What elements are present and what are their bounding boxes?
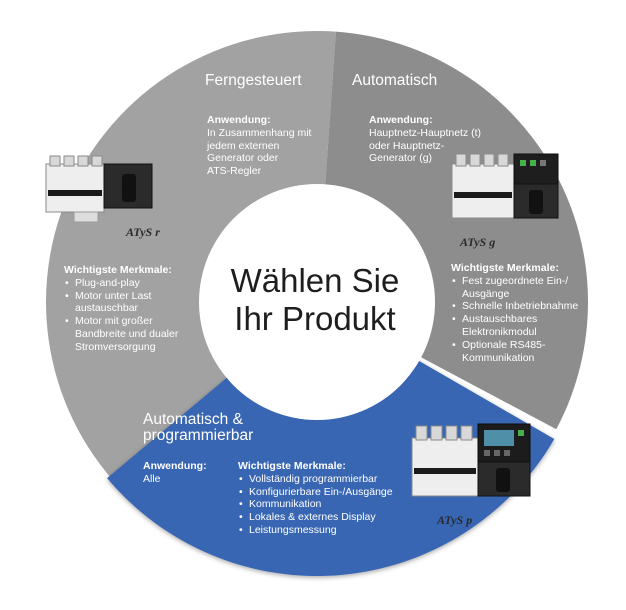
model-atys-g: ATyS g	[460, 235, 496, 249]
automatisch-features: Wichtigste Merkmale: Fest zugeordnete Ei…	[451, 262, 578, 364]
ferngesteuert-features-label: Wichtigste Merkmale:	[64, 264, 172, 276]
feature-item: Konfigurierbare Ein-/Ausgänge	[238, 486, 393, 499]
application-line: Hauptnetz-Hauptnetz (t)	[369, 126, 482, 139]
switch-with-display-icon	[411, 423, 531, 497]
feature-item: Optionale RS485-Kommunikation	[451, 339, 578, 365]
automatisch-title: Automatisch	[352, 72, 438, 89]
ferngesteuert-features-list: Plug-and-play Motor unter Lastaustauschb…	[64, 277, 178, 354]
programmierbar-title: Automatisch & programmierbar	[143, 411, 254, 445]
ferngesteuert-title: Ferngesteuert	[205, 72, 302, 89]
center-circle	[199, 184, 435, 420]
programmierbar-application-text: Alle	[143, 472, 161, 485]
automatisch-features-label: Wichtigste Merkmale:	[451, 262, 559, 274]
model-atys-p: ATyS p	[437, 513, 473, 527]
feature-item: Kommunikation	[238, 498, 393, 511]
application-line: Generator (g)	[369, 152, 433, 165]
application-line: jedem externen	[207, 139, 280, 152]
ferngesteuert-application-text: In Zusammenhang mit jedem externen Gener…	[207, 127, 311, 178]
programmierbar-features-list: Vollständig programmierbar Konfigurierba…	[238, 473, 393, 537]
segment-ferngesteuert[interactable]	[46, 31, 336, 504]
feature-item: Lokales & externes Display	[238, 511, 393, 524]
programmierbar-title-line-1: Automatisch &	[143, 411, 243, 428]
programmierbar-features: Wichtigste Merkmale: Vollständig program…	[238, 460, 393, 537]
application-line: Generator oder	[207, 152, 279, 165]
model-atys-r: ATyS r	[126, 225, 160, 239]
automatisch-application-label: Anwendung:	[369, 114, 433, 126]
feature-item: Schnelle Inbetriebnahme	[451, 300, 578, 313]
automatisch-application: Anwendung: Hauptnetz-Hauptnetz (t) oder …	[369, 114, 481, 165]
feature-item: Fest zugeordnete Ein-/Ausgänge	[451, 275, 578, 301]
feature-item: Vollständig programmierbar	[238, 473, 393, 486]
center-title-line-1: Wählen Sie	[230, 262, 400, 299]
automatisch-features-list: Fest zugeordnete Ein-/Ausgänge Schnelle …	[451, 275, 578, 365]
programmierbar-application-label: Anwendung:	[143, 460, 207, 472]
application-line: oder Hauptnetz-	[369, 139, 445, 152]
application-line: ATS-Regler	[207, 165, 262, 178]
feature-item: Plug-and-play	[64, 277, 178, 290]
ferngesteuert-application: Anwendung: In Zusammenhang mit jedem ext…	[207, 114, 311, 178]
switch-with-controller-icon	[451, 153, 559, 219]
segment-programmierbar[interactable]	[107, 360, 555, 576]
application-line: In Zusammenhang mit	[207, 126, 312, 139]
center-title-line-2: Ihr Produkt	[234, 299, 396, 337]
switch-device-icon	[45, 155, 153, 223]
center-title: Wählen Sie Ihr Produkt	[203, 262, 427, 337]
ferngesteuert-application-label: Anwendung:	[207, 114, 271, 126]
programmierbar-title-line-2: programmierbar	[143, 427, 254, 445]
ferngesteuert-features: Wichtigste Merkmale: Plug-and-play Motor…	[64, 264, 178, 354]
feature-item: Leistungsmessung	[238, 524, 393, 537]
programmierbar-features-label: Wichtigste Merkmale:	[238, 460, 346, 472]
programmierbar-application: Anwendung: Alle	[143, 460, 207, 486]
automatisch-application-text: Hauptnetz-Hauptnetz (t) oder Hauptnetz- …	[369, 127, 481, 165]
